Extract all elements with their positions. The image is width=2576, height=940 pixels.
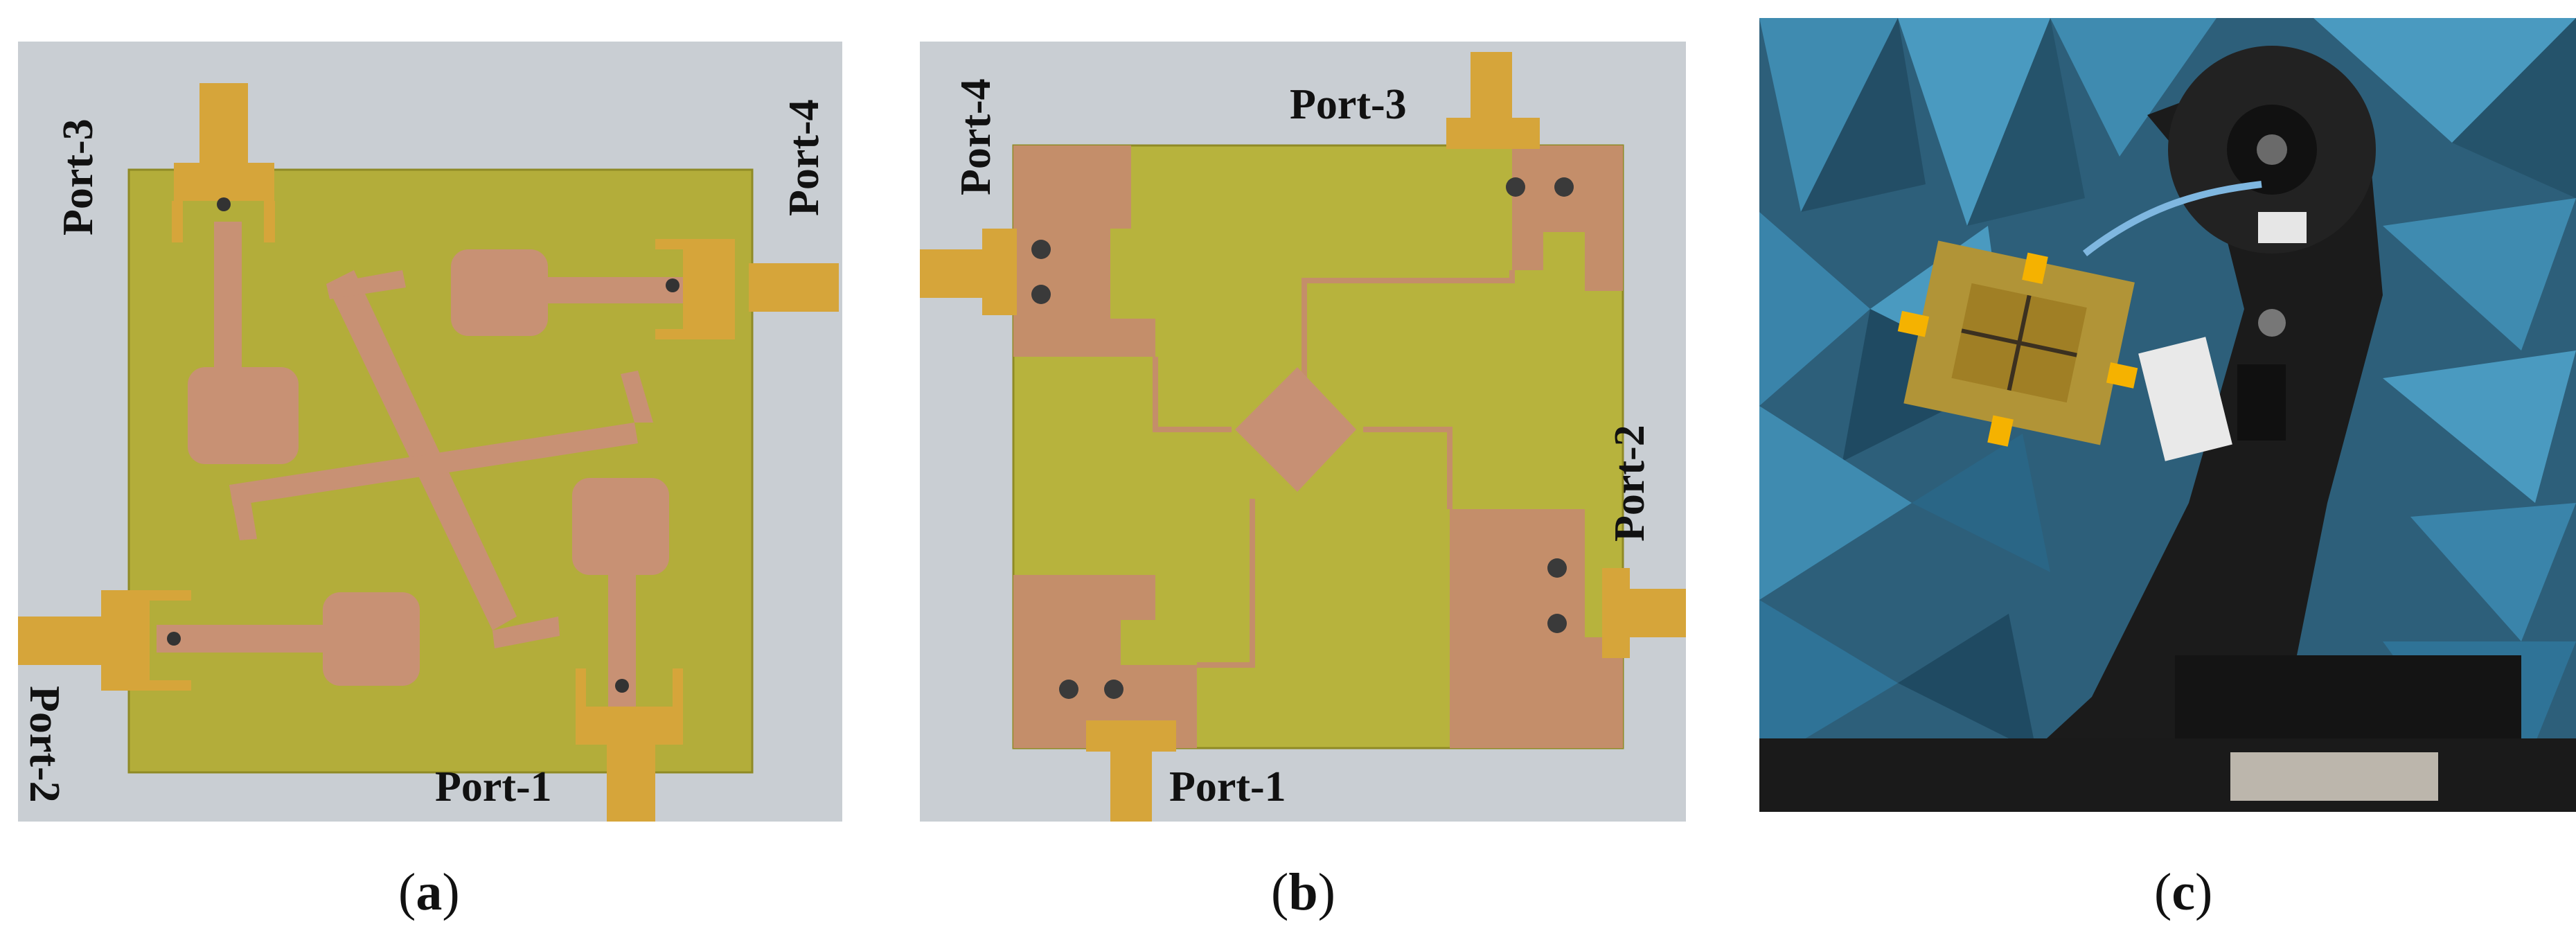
caption-b-letter: b [1288,863,1318,921]
panel-b-port-1-label: Port-1 [1169,763,1286,810]
caption-c-letter: c [2171,863,2196,921]
caption-a: (a) [398,863,460,921]
caption-b: (b) [1271,863,1335,921]
panel-a-port-2-label: Port-2 [21,686,68,803]
panel-b-port-3-label: Port-3 [1290,81,1407,128]
panel-a-photo [18,42,842,822]
panel-b-photo [920,42,1686,822]
panel-b-port-2-label: Port-2 [1606,425,1653,542]
panel-a-port-1-label: Port-1 [435,763,552,810]
positioner-fixture [1759,46,2576,812]
panel-c-photo [1759,18,2576,812]
panel-a-port-3-label: Port-3 [55,118,102,236]
panel-b-port-4-label: Port-4 [952,78,1000,195]
panel-a-port-4-label: Port-4 [781,99,828,216]
caption-a-letter: a [416,863,443,921]
absorber-cones [1759,18,2576,812]
antenna-under-test [1897,240,2138,447]
caption-c: (c) [2154,863,2213,921]
